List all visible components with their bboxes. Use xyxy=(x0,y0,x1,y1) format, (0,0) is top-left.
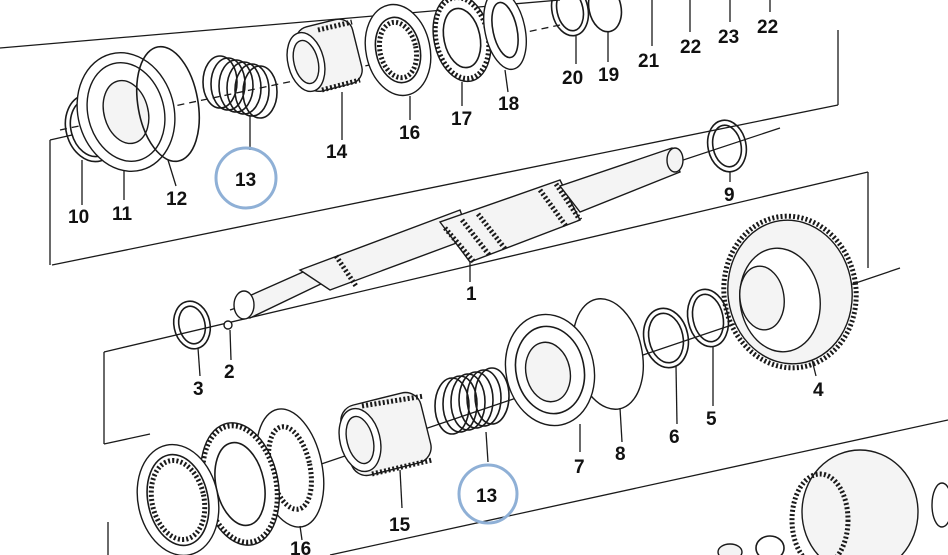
label-4: 4 xyxy=(813,380,824,401)
label-14: 14 xyxy=(326,142,348,163)
part-19-ring xyxy=(587,0,623,33)
highlight-circle-upper-13 xyxy=(214,146,278,210)
part-16-clutch-disc-upper xyxy=(364,3,432,97)
part-13-spring-upper xyxy=(202,55,278,119)
part-14-splined-hub xyxy=(286,18,363,93)
highlight-circle-lower-13 xyxy=(457,463,519,525)
part-2-ball xyxy=(223,320,233,361)
label-5: 5 xyxy=(706,409,717,430)
part-4-gear xyxy=(721,213,859,377)
label-1: 1 xyxy=(466,284,477,305)
label-12: 12 xyxy=(166,189,187,210)
part-5-snap-ring xyxy=(686,288,730,406)
part-13-spring-lower xyxy=(434,367,510,463)
label-23: 23 xyxy=(718,27,739,48)
label-7: 7 xyxy=(574,457,585,478)
lower-frame xyxy=(107,419,948,555)
label-22-second: 22 xyxy=(757,17,778,38)
part-3-snap-ring xyxy=(172,300,212,377)
part-15-splined-hub xyxy=(338,391,433,509)
label-17: 17 xyxy=(451,109,472,130)
label-16-lower: 16 xyxy=(290,539,311,555)
part-7-bearing xyxy=(504,313,596,452)
lower-right-gear-cluster xyxy=(717,449,948,555)
label-3: 3 xyxy=(193,379,204,400)
label-9: 9 xyxy=(724,185,735,206)
part-9-snap-ring xyxy=(706,119,748,182)
label-11: 11 xyxy=(112,204,133,225)
label-22-first: 22 xyxy=(680,37,701,58)
upper-leader-lines xyxy=(81,0,771,205)
callout-labels: 10 11 12 13 14 16 17 18 20 19 21 22 23 2… xyxy=(68,17,824,555)
label-13-lower: 13 xyxy=(476,486,497,507)
part-1-main-shaft xyxy=(233,147,684,320)
part-12-seal-ring xyxy=(135,45,201,163)
part-6-ring xyxy=(642,307,690,425)
label-6: 6 xyxy=(669,427,680,448)
part-11-bearing-housing xyxy=(76,52,176,172)
label-8: 8 xyxy=(615,444,626,465)
label-20: 20 xyxy=(562,68,583,89)
part-20-ring xyxy=(550,0,590,37)
label-16-upper: 16 xyxy=(399,123,420,144)
label-2: 2 xyxy=(224,362,235,383)
label-13-upper: 13 xyxy=(235,170,256,191)
label-19: 19 xyxy=(598,65,619,86)
part-18-plate xyxy=(483,0,527,71)
label-21: 21 xyxy=(638,51,660,72)
label-15: 15 xyxy=(389,515,411,536)
label-10: 10 xyxy=(68,207,89,228)
label-18: 18 xyxy=(498,94,519,115)
